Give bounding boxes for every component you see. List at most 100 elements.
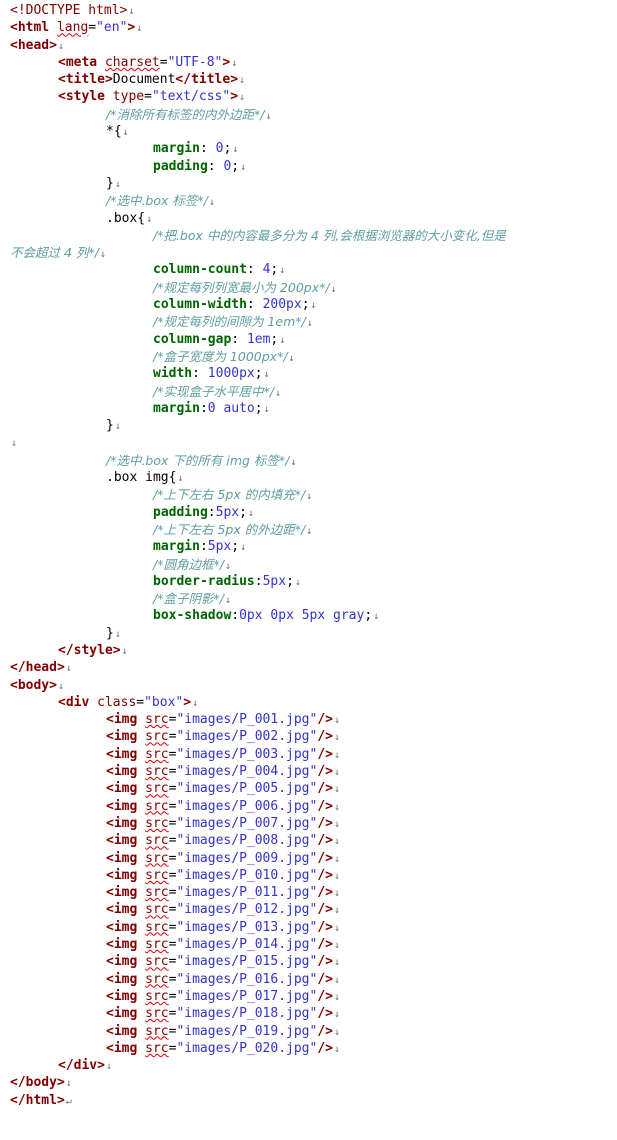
code-token-cm: /*上下左右 5px 的外边距*/ bbox=[153, 521, 306, 537]
code-token-str: "images/P_016.jpg" bbox=[176, 971, 318, 987]
code-token-tag: <meta bbox=[58, 54, 105, 70]
code-line: .box img{↓ bbox=[10, 469, 617, 486]
code-token-tag: /> bbox=[317, 1006, 333, 1022]
code-token-prop: column-count bbox=[153, 262, 247, 278]
paragraph-mark-icon: ↓ bbox=[334, 905, 341, 917]
code-token-txt: = bbox=[168, 954, 177, 970]
code-token-prop: margin bbox=[153, 400, 200, 416]
code-line: }↓ bbox=[10, 175, 617, 192]
code-token-tag: </style> bbox=[58, 642, 121, 658]
code-token-attr: src bbox=[145, 764, 169, 780]
paragraph-mark-icon: ↓ bbox=[240, 542, 247, 554]
code-line: <img src="images/P_012.jpg"/>↓ bbox=[10, 901, 617, 918]
code-token-tag: <img bbox=[106, 867, 146, 883]
code-token-attr: src bbox=[145, 746, 169, 762]
code-line: </div>↓ bbox=[10, 1057, 617, 1074]
paragraph-mark-icon: ↓ bbox=[240, 161, 247, 173]
code-token-sel: *{ bbox=[106, 124, 122, 140]
code-token-attr: src bbox=[145, 1023, 169, 1039]
code-line: <img src="images/P_020.jpg"/>↓ bbox=[10, 1040, 617, 1057]
paragraph-mark-icon: ↓ bbox=[57, 680, 64, 692]
paragraph-mark-icon: ↓ bbox=[290, 456, 297, 468]
code-token-tag: <div bbox=[58, 694, 98, 710]
code-token-attr: src bbox=[145, 1040, 169, 1056]
code-token-txt: : bbox=[207, 504, 216, 520]
code-token-txt: = bbox=[168, 798, 177, 814]
code-line: <title>Document</title>↓ bbox=[10, 71, 617, 88]
code-token-attr: src bbox=[145, 850, 169, 866]
code-token-str: "images/P_008.jpg" bbox=[176, 833, 318, 849]
code-token-txt: ; bbox=[254, 400, 263, 416]
code-token-txt: = bbox=[168, 1006, 177, 1022]
paragraph-mark-icon: ↓ bbox=[373, 611, 380, 623]
code-token-tag: <img bbox=[106, 954, 146, 970]
paragraph-mark-icon: ↓ bbox=[334, 732, 341, 744]
code-token-tag: <body> bbox=[10, 677, 57, 693]
paragraph-mark-icon: ↓ bbox=[136, 23, 143, 35]
code-token-txt: = bbox=[168, 1040, 177, 1056]
paragraph-mark-icon: ↓ bbox=[330, 283, 337, 295]
code-token-attr: src bbox=[145, 1006, 169, 1022]
code-token-str: "images/P_015.jpg" bbox=[176, 954, 318, 970]
code-line: margin: 0;↓ bbox=[10, 140, 617, 157]
code-token-val: 4 bbox=[262, 262, 271, 278]
code-line: /*消除所有标签的内外边距*/↓ bbox=[10, 106, 617, 123]
code-token-str: "images/P_003.jpg" bbox=[176, 746, 318, 762]
code-token-sel: } bbox=[106, 418, 114, 434]
code-line: /*盒子宽度为 1000px*/↓ bbox=[10, 348, 617, 365]
code-token-tag: <img bbox=[106, 729, 146, 745]
paragraph-mark-icon: ↓ bbox=[274, 387, 281, 399]
code-token-attr: src bbox=[145, 798, 169, 814]
code-token-cm: /*消除所有标签的内外边距*/ bbox=[106, 106, 265, 122]
paragraph-mark-icon: ↓ bbox=[310, 300, 317, 312]
code-token-txt: : bbox=[254, 573, 263, 589]
code-line: /*把.box 中的内容最多分为 4 列,会根据浏览器的大小变化,但是 bbox=[10, 227, 617, 244]
code-token-txt: = bbox=[144, 89, 152, 105]
code-line: <div class="box">↓ bbox=[10, 694, 617, 711]
code-token-str: "images/P_019.jpg" bbox=[176, 1023, 318, 1039]
paragraph-mark-icon: ↓ bbox=[334, 991, 341, 1003]
paragraph-mark-icon: ↓ bbox=[224, 595, 231, 607]
paragraph-mark-icon: ↓ bbox=[208, 197, 215, 209]
code-token-sel: .box{ bbox=[106, 210, 146, 226]
code-document: <!DOCTYPE html>↓<html lang="en">↓<head>↓… bbox=[10, 3, 617, 1108]
paragraph-mark-icon: ↓ bbox=[279, 334, 286, 346]
code-token-txt: ; bbox=[239, 504, 247, 520]
code-token-str: "images/P_001.jpg" bbox=[176, 712, 318, 728]
code-token-val: 5px bbox=[215, 504, 240, 520]
paragraph-mark-icon: ↓ bbox=[334, 767, 341, 779]
code-token-prop: column-gap bbox=[153, 331, 232, 347]
code-token-txt: = bbox=[168, 746, 177, 762]
code-token-txt: ; bbox=[364, 608, 373, 624]
code-token-tag: /> bbox=[317, 729, 333, 745]
code-token-attr: src bbox=[145, 954, 169, 970]
code-token-tag: <img bbox=[106, 1040, 146, 1056]
code-line: /*上下左右 5px 的外边距*/↓ bbox=[10, 521, 617, 538]
code-token-tag: <img bbox=[106, 885, 146, 901]
code-token-tag: </html> bbox=[10, 1092, 65, 1108]
code-line: <img src="images/P_007.jpg"/>↓ bbox=[10, 815, 617, 832]
code-token-txt: = bbox=[168, 815, 177, 831]
code-token-tag: <img bbox=[106, 815, 146, 831]
code-token-txt: = bbox=[168, 833, 177, 849]
paragraph-mark-icon: ↓ bbox=[294, 576, 301, 588]
code-token-prop: width bbox=[153, 366, 193, 382]
code-token-val: 5px bbox=[207, 539, 232, 555]
paragraph-mark-icon: ↓ bbox=[334, 940, 341, 952]
code-token-tag: /> bbox=[317, 988, 333, 1004]
code-token-str: "images/P_011.jpg" bbox=[176, 885, 318, 901]
code-token-val: 200px bbox=[262, 297, 302, 313]
paragraph-mark-icon: ↓ bbox=[263, 369, 270, 381]
code-token-txt: : bbox=[199, 141, 216, 157]
paragraph-mark-icon: ↓ bbox=[334, 888, 341, 900]
code-token-tag: /> bbox=[317, 885, 333, 901]
code-line: /*规定每列的间隙为 1em*/↓ bbox=[10, 313, 617, 330]
code-token-prop: column-width bbox=[153, 297, 247, 313]
code-token-tag: <img bbox=[106, 971, 146, 987]
paragraph-mark-icon: ↓ bbox=[334, 853, 341, 865]
code-token-tag: /> bbox=[317, 954, 333, 970]
code-token-tag: <title> bbox=[58, 72, 113, 88]
code-token-txt: ; bbox=[270, 262, 279, 278]
code-token-sel: .box img{ bbox=[106, 470, 177, 486]
paragraph-mark-icon: ↓ bbox=[65, 663, 72, 675]
